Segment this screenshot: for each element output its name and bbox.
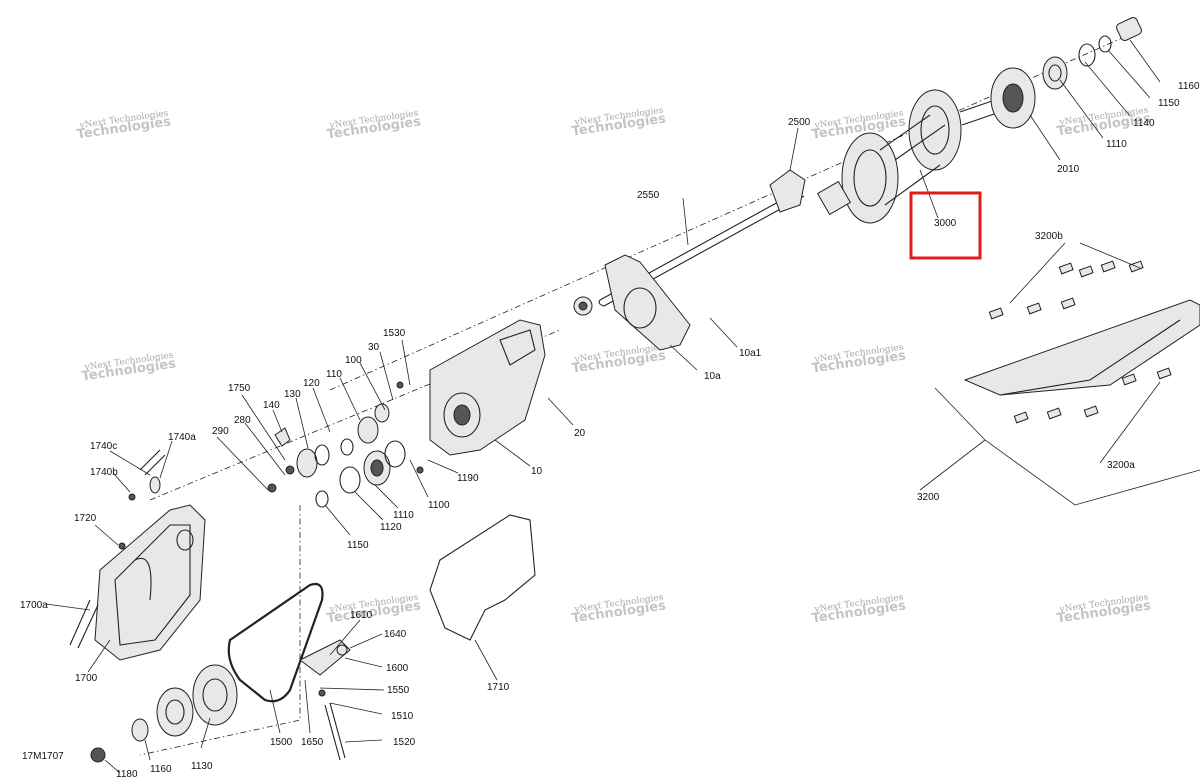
label-1130[interactable]: 1130 xyxy=(191,761,213,772)
callout-labels: 1160 1150 1140 1110 2010 2500 2550 3000 … xyxy=(20,81,1200,779)
label-2550[interactable]: 2550 xyxy=(637,190,660,201)
label-140[interactable]: 140 xyxy=(263,400,280,411)
tensioner-1600[interactable] xyxy=(299,639,351,761)
label-1180[interactable]: 1180 xyxy=(116,769,138,779)
label-1150[interactable]: 1150 xyxy=(1158,98,1180,109)
chaincase-10[interactable] xyxy=(429,319,546,456)
label-1110b[interactable]: 1110 xyxy=(393,510,414,521)
flange-2010[interactable] xyxy=(990,67,1036,129)
label-1740c[interactable]: 1740c xyxy=(90,441,117,452)
label-1530[interactable]: 1530 xyxy=(383,328,406,339)
gasket-1710[interactable] xyxy=(429,514,536,641)
label-1750[interactable]: 1750 xyxy=(228,383,251,394)
label-3200a[interactable]: 3200a xyxy=(1107,460,1135,471)
center-axis-lower xyxy=(139,505,301,756)
leader-lines xyxy=(45,39,1200,774)
label-1190[interactable]: 1190 xyxy=(457,473,479,484)
sprocket-3000[interactable] xyxy=(816,89,998,224)
track-clips-3200[interactable] xyxy=(963,260,1200,424)
label-110[interactable]: 110 xyxy=(326,369,342,380)
ring-1150[interactable] xyxy=(1098,35,1112,53)
label-1610[interactable]: 1610 xyxy=(350,610,373,621)
label-2010[interactable]: 2010 xyxy=(1057,164,1080,175)
drive-sprocket-assembly[interactable] xyxy=(573,16,1143,351)
label-1740b[interactable]: 1740b xyxy=(90,467,118,478)
sprocket-1130[interactable] xyxy=(156,664,238,737)
highlight-box xyxy=(909,191,982,260)
label-1510[interactable]: 1510 xyxy=(391,711,414,722)
bracket-2500[interactable] xyxy=(769,169,806,213)
label-2500[interactable]: 2500 xyxy=(788,117,811,128)
label-1640[interactable]: 1640 xyxy=(384,629,407,640)
label-130[interactable]: 130 xyxy=(284,389,301,400)
label-3200b[interactable]: 3200b xyxy=(1035,231,1063,242)
label-120[interactable]: 120 xyxy=(303,378,320,389)
label-3200[interactable]: 3200 xyxy=(917,492,940,503)
label-1700[interactable]: 1700 xyxy=(75,673,98,684)
label-3000[interactable]: 3000 xyxy=(934,218,957,229)
cap-1160[interactable] xyxy=(1115,16,1143,42)
drawing-code: 17M1707 xyxy=(22,751,64,762)
label-1710[interactable]: 1710 xyxy=(487,682,510,693)
gear-stack[interactable] xyxy=(267,381,424,508)
ring-1140[interactable] xyxy=(1078,43,1096,67)
label-10a[interactable]: 10a xyxy=(704,371,721,382)
housing-10a[interactable] xyxy=(573,254,691,351)
label-30[interactable]: 30 xyxy=(368,342,380,353)
label-1520[interactable]: 1520 xyxy=(393,737,416,748)
label-1140[interactable]: 1140 xyxy=(1133,118,1155,129)
label-1160b[interactable]: 1160 xyxy=(150,764,172,775)
label-1110[interactable]: 1110 xyxy=(1106,139,1127,150)
cover-1700[interactable] xyxy=(69,449,206,661)
label-290[interactable]: 290 xyxy=(212,426,229,437)
label-1150b[interactable]: 1150 xyxy=(347,540,369,551)
label-1650[interactable]: 1650 xyxy=(301,737,324,748)
label-10a1[interactable]: 10a1 xyxy=(739,348,762,359)
label-1720[interactable]: 1720 xyxy=(74,513,97,524)
label-1600[interactable]: 1600 xyxy=(386,663,409,674)
label-1160[interactable]: 1160 xyxy=(1178,81,1200,92)
label-1550[interactable]: 1550 xyxy=(387,685,410,696)
label-1740a[interactable]: 1740a xyxy=(168,432,196,443)
label-1500[interactable]: 1500 xyxy=(270,737,293,748)
label-10[interactable]: 10 xyxy=(531,466,543,477)
washer-1160[interactable] xyxy=(131,718,149,742)
label-100[interactable]: 100 xyxy=(345,355,362,366)
label-1100[interactable]: 1100 xyxy=(428,500,450,511)
label-280[interactable]: 280 xyxy=(234,415,251,426)
chain-1500[interactable] xyxy=(227,582,324,703)
label-1700a[interactable]: 1700a xyxy=(20,600,48,611)
nut-1180[interactable] xyxy=(90,747,106,763)
label-20[interactable]: 20 xyxy=(574,428,586,439)
label-1120[interactable]: 1120 xyxy=(380,522,402,533)
